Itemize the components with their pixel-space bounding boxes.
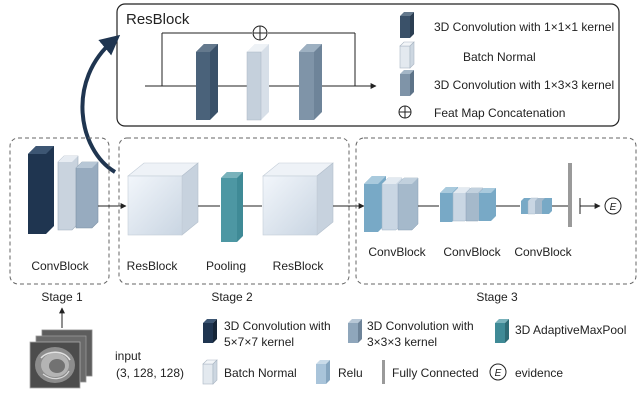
stage-1-conv-577-slab xyxy=(28,146,54,234)
adaptive-maxpool-icon xyxy=(495,319,509,343)
stage-1-block-label: ConvBlock xyxy=(31,259,89,273)
stage-2-block-label: Pooling xyxy=(206,259,246,273)
legend-bn: Batch Normal xyxy=(224,366,297,380)
legend-conv333-line1: 3D Convolution with xyxy=(367,319,474,333)
stage-2-block-label: ResBlock xyxy=(273,259,325,273)
legend-conv333-line2: 3×3×3 kernel xyxy=(367,335,437,349)
resblock-conv-1x1x1-slab xyxy=(196,44,218,120)
stage-3-convblock-large xyxy=(364,176,419,232)
stage-3-block-label: ConvBlock xyxy=(514,245,572,259)
stage-1-label: Stage 1 xyxy=(41,290,83,304)
stage-3-block-label: ConvBlock xyxy=(368,245,426,259)
evidence-icon: E xyxy=(489,363,507,381)
input-label: input xyxy=(115,349,142,363)
resblock-detail-title: ResBlock xyxy=(126,11,190,28)
bottom-legend: 3D Convolution with 5×7×7 kernel 3D Conv… xyxy=(202,319,626,385)
stage-2-block-label: ResBlock xyxy=(127,259,179,273)
input-shape: (3, 128, 128) xyxy=(116,366,184,380)
stage-3-label: Stage 3 xyxy=(476,290,518,304)
stage-2-label: Stage 2 xyxy=(211,290,253,304)
stage-2-pooling-slab xyxy=(221,172,243,242)
input-volume-image xyxy=(29,329,93,389)
stage-1-batch-normal-slab xyxy=(57,155,79,231)
expand-arrow xyxy=(80,34,121,174)
batch-normal-icon xyxy=(399,41,415,69)
evidence-symbol: E xyxy=(610,202,617,213)
legend-conv577-line1: 3D Convolution with xyxy=(224,319,331,333)
conv-1x3x3-icon xyxy=(400,70,414,96)
stage-3-evidence-node: E xyxy=(604,197,622,215)
resblock-legend-label: 3D Convolution with 1×1×1 kernel xyxy=(434,20,614,34)
resblock-batch-normal-slab xyxy=(246,44,269,121)
relu-icon xyxy=(316,360,330,384)
legend-fc: Fully Connected xyxy=(392,366,479,380)
stage-1-relu-slab xyxy=(75,161,99,229)
resblock-legend-label: Feat Map Concatenation xyxy=(434,106,565,120)
concat-circle-symbol xyxy=(252,25,268,41)
resblock-detail: ResBlock xyxy=(116,3,620,127)
batch-normal-icon xyxy=(202,359,218,385)
conv-577-icon xyxy=(203,319,217,343)
resblock-conv-1x3x3-slab xyxy=(299,44,322,120)
concat-icon xyxy=(398,105,412,119)
stage-1: ConvBlock xyxy=(9,137,110,285)
resblock-legend-label: 3D Convolution with 1×3×3 kernel xyxy=(434,78,614,92)
resblock-legend-label: Batch Normal xyxy=(463,50,536,64)
stage-3-convblock-small xyxy=(521,197,552,215)
stage-2: ResBlock Pooling ResBlock xyxy=(118,137,350,285)
fully-connected-icon xyxy=(382,360,385,384)
stage-3-convblock-medium xyxy=(440,187,496,222)
evidence-icon-symbol: E xyxy=(495,368,502,379)
stage-2-frame xyxy=(118,137,350,285)
stage-2-resblock-cube xyxy=(127,162,199,236)
legend-pool: 3D AdaptiveMaxPool xyxy=(515,323,626,337)
legend-evidence: evidence xyxy=(515,366,563,380)
stage-3: E ConvBlock ConvBlock ConvBlock xyxy=(355,137,637,285)
resblock-legend: 3D Convolution with 1×1×1 kernel Batch N… xyxy=(398,12,614,120)
stage-3-block-label: ConvBlock xyxy=(443,245,501,259)
stage-2-resblock-cube xyxy=(262,162,334,236)
conv-1x1x1-icon xyxy=(400,12,414,38)
stage-3-fully-connected-bar xyxy=(568,163,572,227)
legend-relu: Relu xyxy=(338,366,363,380)
conv-333-icon xyxy=(348,319,362,343)
legend-conv577-line2: 5×7×7 kernel xyxy=(224,335,294,349)
resblock-detail-frame xyxy=(116,3,620,127)
